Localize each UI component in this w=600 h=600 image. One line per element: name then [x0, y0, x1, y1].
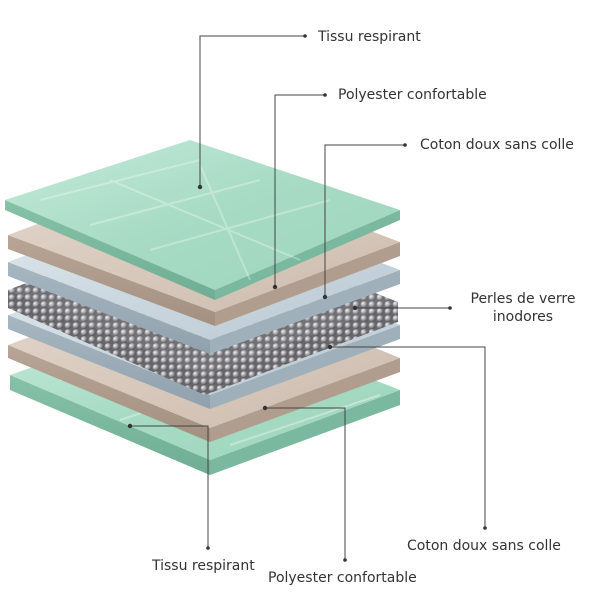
label-top-breathable-fabric: Tissu respirant	[318, 28, 421, 46]
label-glass-beads: Perles de verre inodores	[458, 290, 588, 326]
label-top-soft-cotton: Coton doux sans colle	[420, 136, 574, 154]
label-bottom-breathable-fabric: Tissu respirant	[152, 557, 255, 575]
label-bottom-soft-cotton: Coton doux sans colle	[407, 537, 561, 555]
label-glass-beads-line1: Perles de verre	[458, 290, 588, 308]
label-bottom-comfortable-polyester: Polyester confortable	[268, 569, 417, 587]
label-top-comfortable-polyester: Polyester confortable	[338, 86, 487, 104]
label-glass-beads-line2: inodores	[458, 308, 588, 326]
